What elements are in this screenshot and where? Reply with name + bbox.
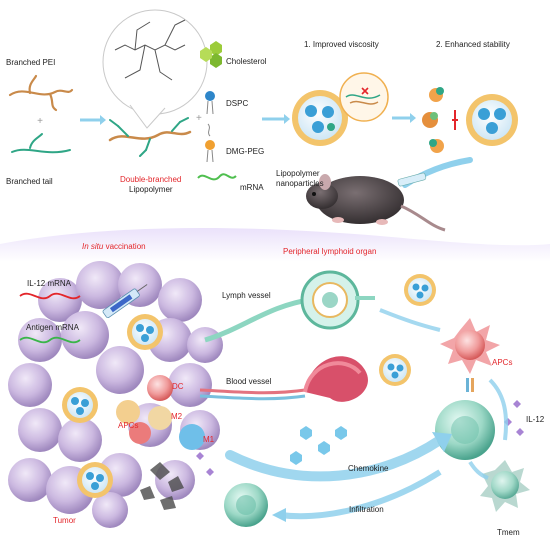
tmem-cell-icon (480, 460, 530, 512)
label-vaccination: In situ vaccination (82, 243, 146, 251)
label-il12: IL-12 (526, 416, 544, 424)
label-branched-tail: Branched tail (6, 178, 53, 186)
label-chemokine: Chemokine (348, 465, 388, 473)
label-il12-mrna: IL-12 mRNA (27, 280, 71, 288)
chemokine-arrow (230, 440, 440, 476)
inhibit-mark (452, 110, 458, 130)
stable-nanoparticle-icon (466, 94, 518, 146)
blood-vessel (200, 390, 305, 393)
lymph-vessel (205, 300, 310, 340)
dmg-peg-icon (205, 124, 215, 162)
m1-cell (179, 424, 205, 450)
label-infiltration: Infiltration (349, 506, 384, 514)
label-mrna: mRNA (240, 184, 264, 192)
label-lipopolymer: Lipopolymer (129, 186, 173, 194)
mhc-receptor (466, 378, 469, 392)
branched-pei-icon (10, 76, 72, 110)
label-vaccination-word: vaccination (103, 242, 145, 251)
right-nanoparticles (379, 274, 436, 386)
label-lpnp-1: Lipopolymer (276, 170, 320, 178)
zoom-bubble (103, 10, 207, 114)
label-dc: DC (172, 383, 184, 391)
plus-sign-2: + (196, 113, 202, 124)
protein-cluster-icon (422, 87, 444, 153)
plus-sign: + (37, 116, 43, 127)
syringe-icon (397, 173, 426, 187)
label-step2: 2. Enhanced stability (436, 41, 510, 49)
apc-dendritic-icon (440, 318, 500, 374)
label-double-branched: Double-branched (120, 176, 181, 184)
to-tmem-arrow (470, 462, 488, 478)
label-blood-vessel: Blood vessel (226, 378, 271, 386)
label-tumor: Tumor (53, 517, 76, 525)
label-step1: 1. Improved viscosity (304, 41, 379, 49)
label-antigen-mrna: Antigen mRNA (26, 324, 79, 332)
lymph-node-icon (302, 272, 358, 328)
mouse-icon (306, 174, 445, 230)
label-tmem: Tmem (497, 529, 520, 537)
label-branched-pei: Branched PEI (6, 59, 55, 67)
label-peripheral: Peripheral lymphoid organ (283, 248, 376, 256)
label-m2: M2 (171, 413, 182, 421)
label-apcs-right: APCs (492, 359, 512, 367)
label-dmg-peg: DMG-PEG (226, 148, 264, 156)
label-m1: M1 (203, 436, 214, 444)
label-lymph-vessel: Lymph vessel (222, 292, 271, 300)
tumor-mass (8, 261, 223, 528)
m2-cell (148, 406, 172, 430)
to-apc-arrow (380, 310, 440, 330)
label-lpnp-2: nanoparticles (276, 180, 324, 188)
dspc-icon (205, 91, 215, 114)
label-in-situ: In situ (82, 242, 103, 251)
label-cholesterol: Cholesterol (226, 58, 266, 66)
mrna-icon (198, 174, 236, 179)
label-dspc: DSPC (226, 100, 248, 108)
dc-cell (147, 375, 173, 401)
label-apcs-left: APCs (118, 422, 138, 430)
branched-tail-icon (12, 134, 70, 152)
chemokine-icons (290, 426, 347, 465)
